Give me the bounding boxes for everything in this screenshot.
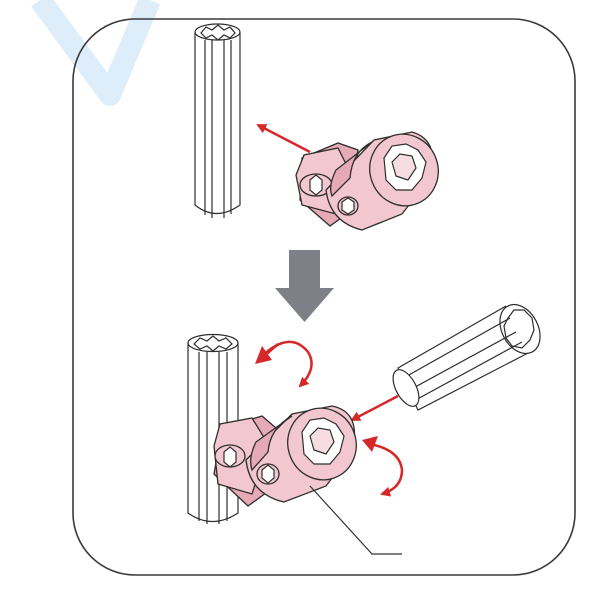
joint-connector-top	[295, 131, 439, 231]
down-arrow-icon	[275, 250, 334, 322]
rotate-arrow-icon	[261, 340, 313, 388]
leader-line	[309, 485, 402, 555]
diagram-frame	[72, 18, 576, 576]
horizontal-tube	[392, 303, 541, 411]
insert-arrow-icon	[350, 394, 399, 422]
vertical-tube-top	[194, 23, 241, 218]
joint-connector-bottom	[213, 405, 357, 507]
watermark-mark	[31, 0, 161, 106]
insert-arrow-icon	[256, 123, 311, 154]
rotate-arrow-icon	[369, 442, 404, 497]
